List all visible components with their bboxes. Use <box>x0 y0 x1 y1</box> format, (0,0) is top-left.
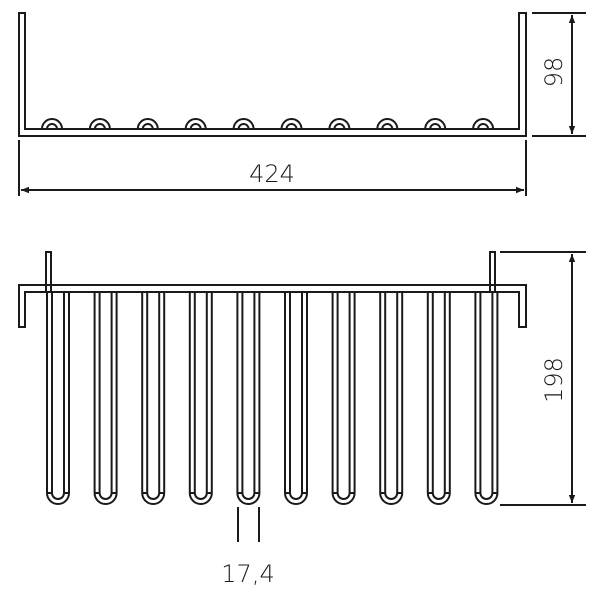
top-rail-outline <box>18 284 527 328</box>
wire-loop-outer <box>331 292 356 505</box>
left-post <box>45 251 52 293</box>
depth-dimension-label: 198 <box>540 357 568 403</box>
wire-loop-outer-arc <box>424 118 447 130</box>
wire-loop-outer <box>474 292 499 505</box>
wire-loops <box>46 292 499 505</box>
pitch-dimension-label: 17,4 <box>221 560 274 588</box>
wire-loop-inner <box>431 292 446 500</box>
wire-loop-outer-arc <box>280 118 303 130</box>
wire-loop-inner <box>241 292 256 500</box>
wire-loop-outer-arc <box>136 118 159 130</box>
wire-loop-inner <box>384 292 399 500</box>
wire-loop-outer-arc <box>88 118 111 130</box>
wire-loop-outer <box>188 292 213 505</box>
wire-loop-inner <box>193 292 208 500</box>
wire-loop-outer-arc <box>41 118 63 130</box>
wire-loop-inner-arc <box>141 123 154 130</box>
wire-loop-inner-arc <box>477 123 490 130</box>
front-view: 198 17,4 <box>18 251 586 588</box>
wire-loop-outer <box>46 292 70 505</box>
wire-loop-outer <box>141 292 166 505</box>
wire-loop-inner <box>289 292 303 500</box>
wire-loop-outer <box>426 292 451 505</box>
wire-loop-outer-arc <box>472 118 495 130</box>
wire-loop-inner-arc <box>46 123 58 130</box>
top-view: 424 98 <box>18 12 586 196</box>
wire-loop-outer <box>93 292 118 505</box>
wire-loop-inner-arc <box>285 123 298 130</box>
wire-loop-outer-arc <box>232 118 255 130</box>
wire-loop-inner <box>51 292 65 500</box>
wire-loop-outer <box>236 292 261 505</box>
wire-loop-inner-arc <box>189 123 202 130</box>
wire-loop-inner <box>146 292 161 500</box>
wire-loop-inner-arc <box>381 123 394 130</box>
width-dimension-label: 424 <box>249 160 295 188</box>
wire-loop-outer-arc <box>328 118 351 130</box>
wire-loop-inner-arc <box>333 123 346 130</box>
wire-loop-inner-arc <box>93 123 106 130</box>
wire-loop-sections <box>41 118 495 130</box>
wire-loop-outer <box>284 292 308 505</box>
height-dimension-label: 98 <box>540 57 568 88</box>
wire-loop-inner-arc <box>237 123 250 130</box>
basket-frame-outline <box>18 12 527 137</box>
wire-loop-inner <box>479 292 494 500</box>
wire-loop-outer-arc <box>184 118 207 130</box>
wire-loop-outer <box>379 292 404 505</box>
wire-loop-inner <box>98 292 113 500</box>
wire-loop-outer-arc <box>376 118 399 130</box>
wire-loop-inner-arc <box>429 123 442 130</box>
wire-loop-inner <box>336 292 351 500</box>
